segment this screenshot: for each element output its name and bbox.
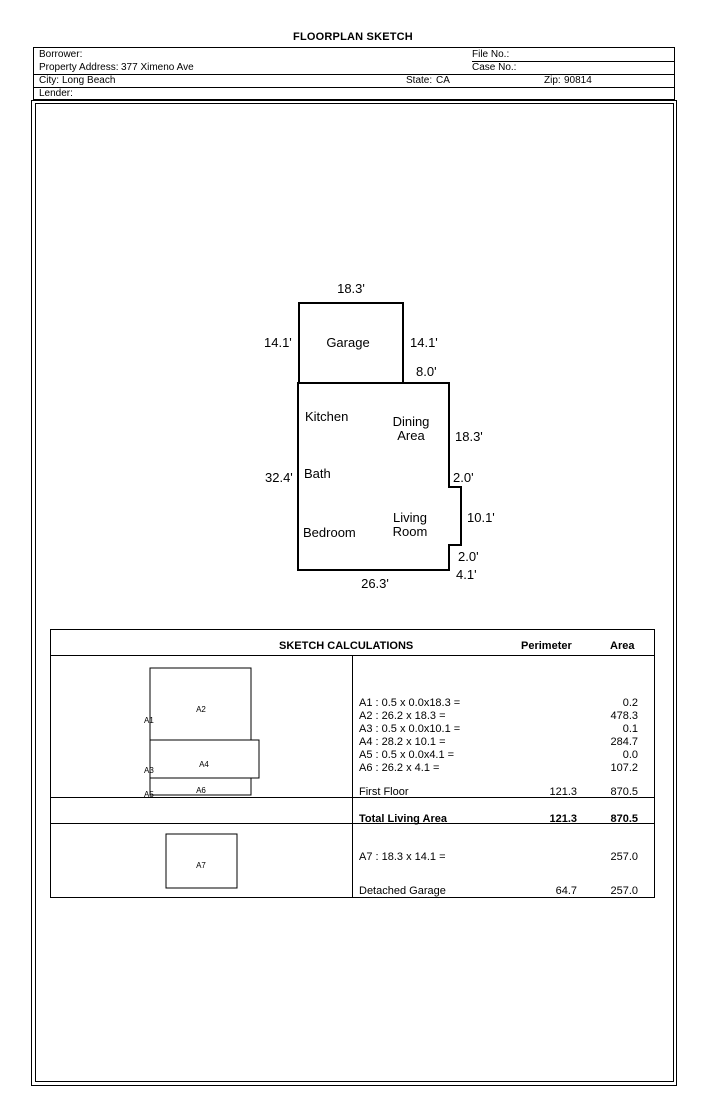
calc-heading: SKETCH CALCULATIONS	[279, 640, 414, 652]
area-a7-shape	[165, 833, 238, 889]
document-title: FLOORPLAN SKETCH	[293, 31, 413, 43]
detached-garage-label: Detached Garage	[359, 885, 446, 897]
zip-value: 90814	[564, 75, 592, 86]
room-living-line1: Living	[393, 510, 427, 525]
zip-label: Zip:	[544, 75, 561, 86]
area-a1: 0.2	[622, 697, 638, 709]
column-divider	[352, 655, 353, 898]
room-bedroom: Bedroom	[303, 525, 356, 540]
property-address-label: Property Address:	[39, 62, 119, 73]
dim-house-bottom: 26.3'	[361, 576, 389, 591]
area-a4-shape	[149, 739, 260, 779]
file-no-label: File No.:	[472, 49, 510, 60]
area-a6: 107.2	[610, 762, 638, 774]
divider	[34, 87, 674, 88]
area-a4: 284.7	[610, 736, 638, 748]
dim-corner: 4.1'	[456, 567, 477, 582]
total-area: 870.5	[610, 813, 638, 825]
dim-dining-right: 18.3'	[455, 429, 483, 444]
house-outline	[297, 382, 462, 571]
room-living-line2: Room	[393, 524, 428, 539]
header-box: Borrower: File No.: Property Address: 37…	[33, 47, 675, 100]
borrower-label: Borrower:	[39, 49, 83, 60]
state-label: State:	[406, 75, 433, 86]
area-label-a6: A6	[196, 786, 206, 795]
dim-garage-top: 18.3'	[337, 281, 365, 296]
first-floor-perimeter: 121.3	[549, 786, 577, 798]
formula-a4: A4 : 28.2 x 10.1 =	[359, 736, 446, 748]
dim-living-right: 10.1'	[467, 510, 495, 525]
city-label: City:	[39, 75, 59, 86]
col-perimeter: Perimeter	[521, 640, 572, 652]
area-label-a7: A7	[196, 861, 206, 870]
page-frame-outer	[31, 100, 677, 1086]
total-perimeter: 121.3	[549, 813, 577, 825]
first-floor-area: 870.5	[610, 786, 638, 798]
formula-a2: A2 : 26.2 x 18.3 =	[359, 710, 446, 722]
area-a3: 0.1	[622, 723, 638, 735]
area-a7: 257.0	[610, 851, 638, 863]
formula-a3: A3 : 0.5 x 0.0x10.1 =	[359, 723, 461, 735]
page-frame-inner	[35, 103, 674, 1082]
area-label-a4: A4	[199, 760, 209, 769]
area-a2: 478.3	[610, 710, 638, 722]
garage-outline	[298, 302, 404, 384]
lender-label: Lender:	[39, 88, 73, 99]
room-garage: Garage	[326, 335, 369, 350]
formula-a7: A7 : 18.3 x 14.1 =	[359, 851, 446, 863]
area-label-a3: A3	[144, 766, 154, 775]
area-a5: 0.0	[622, 749, 638, 761]
dim-jog-2: 2.0'	[458, 549, 479, 564]
formula-a1: A1 : 0.5 x 0.0x18.3 =	[359, 697, 461, 709]
detached-garage-area: 257.0	[610, 885, 638, 897]
area-a2-shape	[149, 667, 252, 796]
case-no-label: Case No.:	[472, 62, 517, 73]
sketch-calculations-table: SKETCH CALCULATIONS Perimeter Area A1 : …	[50, 629, 655, 898]
room-dining-line2: Area	[397, 428, 425, 443]
divider	[472, 61, 674, 62]
col-area: Area	[610, 640, 635, 652]
area-label-a5: A5	[144, 790, 154, 799]
divider	[34, 74, 674, 75]
area-label-a2: A2	[196, 705, 206, 714]
room-kitchen: Kitchen	[305, 409, 348, 424]
room-dining-line1: Dining	[393, 414, 430, 429]
dim-garage-right: 14.1'	[410, 335, 438, 350]
detached-garage-perimeter: 64.7	[555, 885, 577, 897]
room-bath: Bath	[304, 466, 331, 481]
area-label-a1: A1	[144, 716, 154, 725]
first-floor-label: First Floor	[359, 786, 409, 798]
formula-a6: A6 : 26.2 x 4.1 =	[359, 762, 440, 774]
city-value: Long Beach	[62, 75, 116, 86]
formula-a5: A5 : 0.5 x 0.0x4.1 =	[359, 749, 455, 761]
state-value: CA	[436, 75, 450, 86]
dim-jog-1: 2.0'	[453, 470, 474, 485]
total-living-label: Total Living Area	[359, 813, 448, 825]
dim-garage-left: 14.1'	[264, 335, 292, 350]
dim-step-top: 8.0'	[416, 364, 437, 379]
property-address-value: 377 Ximeno Ave	[121, 62, 194, 73]
dim-house-left: 32.4'	[265, 470, 293, 485]
